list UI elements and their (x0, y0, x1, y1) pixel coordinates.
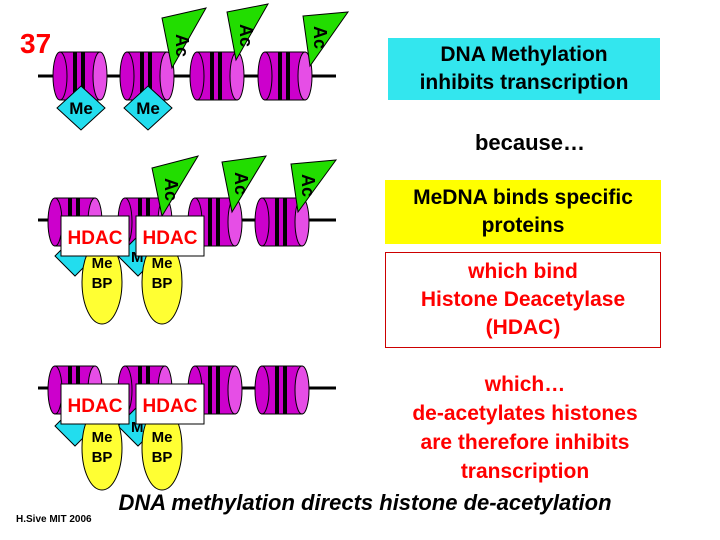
acetyl-label: Ac (236, 24, 256, 47)
methyl-label: Me (136, 99, 160, 118)
credit: H.Sive MIT 2006 (16, 514, 92, 525)
binds-box: MeDNA binds specific proteins (385, 180, 661, 244)
acetyl-flag (290, 159, 338, 214)
because-text: because… (474, 130, 586, 155)
caption: DNA methylation directs histone de-acety… (118, 490, 612, 515)
hdac-box (135, 383, 205, 425)
acetyl-flag (226, 3, 269, 62)
acetyl-label: Ac (298, 174, 318, 197)
hdac-box (60, 383, 130, 425)
slide-number: 37 (20, 28, 52, 59)
methylation-box: DNA Methylation inhibits transcription (388, 38, 660, 100)
acetyl-label: Ac (172, 34, 192, 57)
methyl-label: Me (69, 99, 93, 118)
hdac-label: HDAC (143, 396, 198, 417)
hdac-label: HDAC (143, 228, 198, 249)
acetyl-label: Ac (231, 172, 251, 195)
nucleosome (254, 197, 310, 247)
methyl-diamond (123, 85, 173, 131)
acetyl-flag (151, 155, 200, 218)
nucleosome (254, 365, 310, 415)
nucleosome (257, 51, 313, 101)
nucleosome (189, 51, 245, 101)
hdac-box (135, 215, 205, 257)
acetyl-flag (161, 7, 207, 70)
acetyl-label: Ac (161, 178, 181, 201)
acetyl-flag (302, 11, 350, 68)
hdac-bind-box: which bind Histone Deacetylase (HDAC) (385, 252, 661, 348)
hdac-box (60, 215, 130, 257)
acetyl-label: Ac (310, 26, 330, 49)
hdac-label: HDAC (68, 228, 123, 249)
chromatin-row-1: Ac Ac Ac Me Me (38, 3, 350, 131)
methyl-diamond (56, 85, 106, 131)
acetyl-flag (221, 155, 267, 214)
deacetylates-text: which… de-acetylates histones are theref… (412, 373, 638, 483)
hdac-label: HDAC (68, 396, 123, 417)
